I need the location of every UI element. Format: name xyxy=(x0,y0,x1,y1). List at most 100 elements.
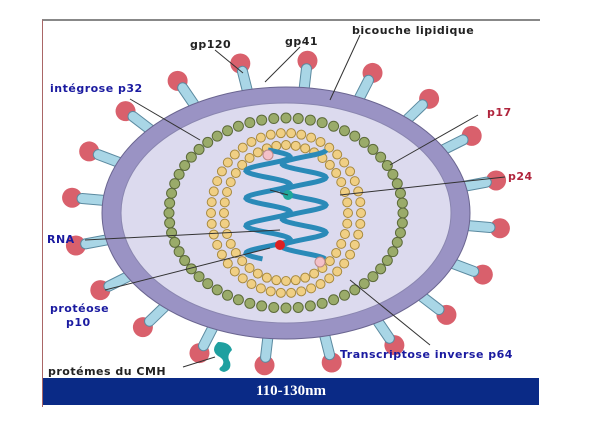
p17-bead xyxy=(244,297,256,309)
p17-bead xyxy=(173,168,185,180)
p17-bead xyxy=(358,278,370,290)
p24-bead xyxy=(355,218,366,229)
p24-bead xyxy=(216,166,227,177)
label-mhc-proteins: protémes du CMH xyxy=(48,365,167,378)
p17-bead xyxy=(202,136,214,148)
p17-bead xyxy=(339,125,350,137)
label-lipid-bilayer: bicouche lipidique xyxy=(352,24,475,37)
p17-bead xyxy=(339,289,350,301)
p24-bead xyxy=(271,275,282,286)
label-protease-p10: p10 xyxy=(66,316,91,329)
p17-bead xyxy=(193,271,205,283)
p17-bead xyxy=(328,294,340,306)
p17-bead xyxy=(193,143,205,155)
p24-bead xyxy=(300,272,311,283)
p24-bead xyxy=(229,266,240,277)
label-reverse-transcriptase: Transcriptose inverse p64 xyxy=(340,348,513,361)
p17-bead xyxy=(222,125,233,137)
p17-bead xyxy=(381,160,393,171)
p24-bead xyxy=(349,239,360,250)
p17-bead xyxy=(280,112,292,124)
label-p24: p24 xyxy=(508,170,533,183)
p24-bead xyxy=(339,157,350,168)
p17-bead xyxy=(256,300,268,312)
p17-bead xyxy=(244,117,256,129)
p17-bead xyxy=(232,294,244,306)
p24-bead xyxy=(212,176,223,187)
p17-bead xyxy=(280,302,292,314)
p24-bead xyxy=(290,275,301,286)
p24-bead xyxy=(222,258,233,269)
diagram-frame xyxy=(42,19,540,407)
p24-bead xyxy=(324,273,335,284)
p24-bead xyxy=(331,247,342,258)
p24-bead xyxy=(355,197,366,208)
rna-strand xyxy=(279,148,329,262)
p24-bead xyxy=(252,268,263,279)
p17-bead xyxy=(391,178,403,190)
scale-bar: 110-130nm xyxy=(43,378,539,405)
p24-bead xyxy=(343,208,353,218)
p24-bead xyxy=(336,238,347,249)
p24-bead xyxy=(237,256,248,267)
p24-bead xyxy=(356,208,366,218)
p24-bead xyxy=(237,142,248,153)
p24-bead xyxy=(296,286,307,297)
p17-bead xyxy=(349,284,361,296)
p24-bead xyxy=(237,159,248,170)
p17-bead xyxy=(387,168,399,180)
p24-bead xyxy=(208,229,219,240)
p24-bead xyxy=(286,128,297,139)
p17-bead xyxy=(367,271,379,283)
gp120-cap xyxy=(65,235,86,256)
p17-bead xyxy=(394,227,406,239)
p24-bead xyxy=(342,218,353,229)
p17-bead xyxy=(179,255,191,266)
p24-bead xyxy=(255,283,266,294)
p24-bead xyxy=(339,229,350,240)
p17-bead xyxy=(173,246,185,258)
p24-bead xyxy=(275,128,286,139)
leader-lines xyxy=(84,34,506,368)
p24-bead xyxy=(290,140,301,151)
p24-bead xyxy=(306,132,317,143)
p17-bead xyxy=(268,301,280,313)
p24-bead xyxy=(225,238,236,249)
gp120-cap xyxy=(62,187,83,208)
p17-bead xyxy=(387,246,399,258)
p24-bead xyxy=(353,186,364,197)
p24-bead xyxy=(230,247,241,258)
p24-bead xyxy=(281,140,291,150)
p17-bead xyxy=(396,197,408,209)
p17-bead xyxy=(375,151,387,163)
p24-bead xyxy=(296,129,307,140)
gp120-cap xyxy=(486,170,507,191)
p24-bead xyxy=(265,129,276,140)
p17-bead xyxy=(185,151,197,163)
p17-bead xyxy=(292,301,304,313)
p24-bead xyxy=(331,168,342,179)
p24-bead xyxy=(345,249,356,260)
p24-bead xyxy=(246,279,257,290)
p24-bead xyxy=(332,266,343,277)
label-protease: protéose xyxy=(50,302,110,315)
capsid-p24-layer xyxy=(206,128,366,298)
label-gp41: gp41 xyxy=(285,35,319,48)
p24-bead xyxy=(219,208,229,218)
p24-bead xyxy=(339,258,350,269)
p17-bead xyxy=(268,113,280,125)
p17-bead xyxy=(256,114,268,126)
p17-bead xyxy=(394,187,406,199)
p24-bead xyxy=(332,149,343,160)
p24-bead xyxy=(208,186,219,197)
p24-bead xyxy=(255,132,266,143)
protease-enzyme-2 xyxy=(314,256,326,268)
p17-bead xyxy=(166,187,178,199)
p17-bead xyxy=(179,160,191,171)
p24-bead xyxy=(244,263,255,274)
matrix-p17-layer xyxy=(163,112,409,314)
p17-bead xyxy=(163,207,175,219)
p24-bead xyxy=(244,152,255,163)
p17-bead xyxy=(304,300,316,312)
p24-bead xyxy=(275,287,286,298)
